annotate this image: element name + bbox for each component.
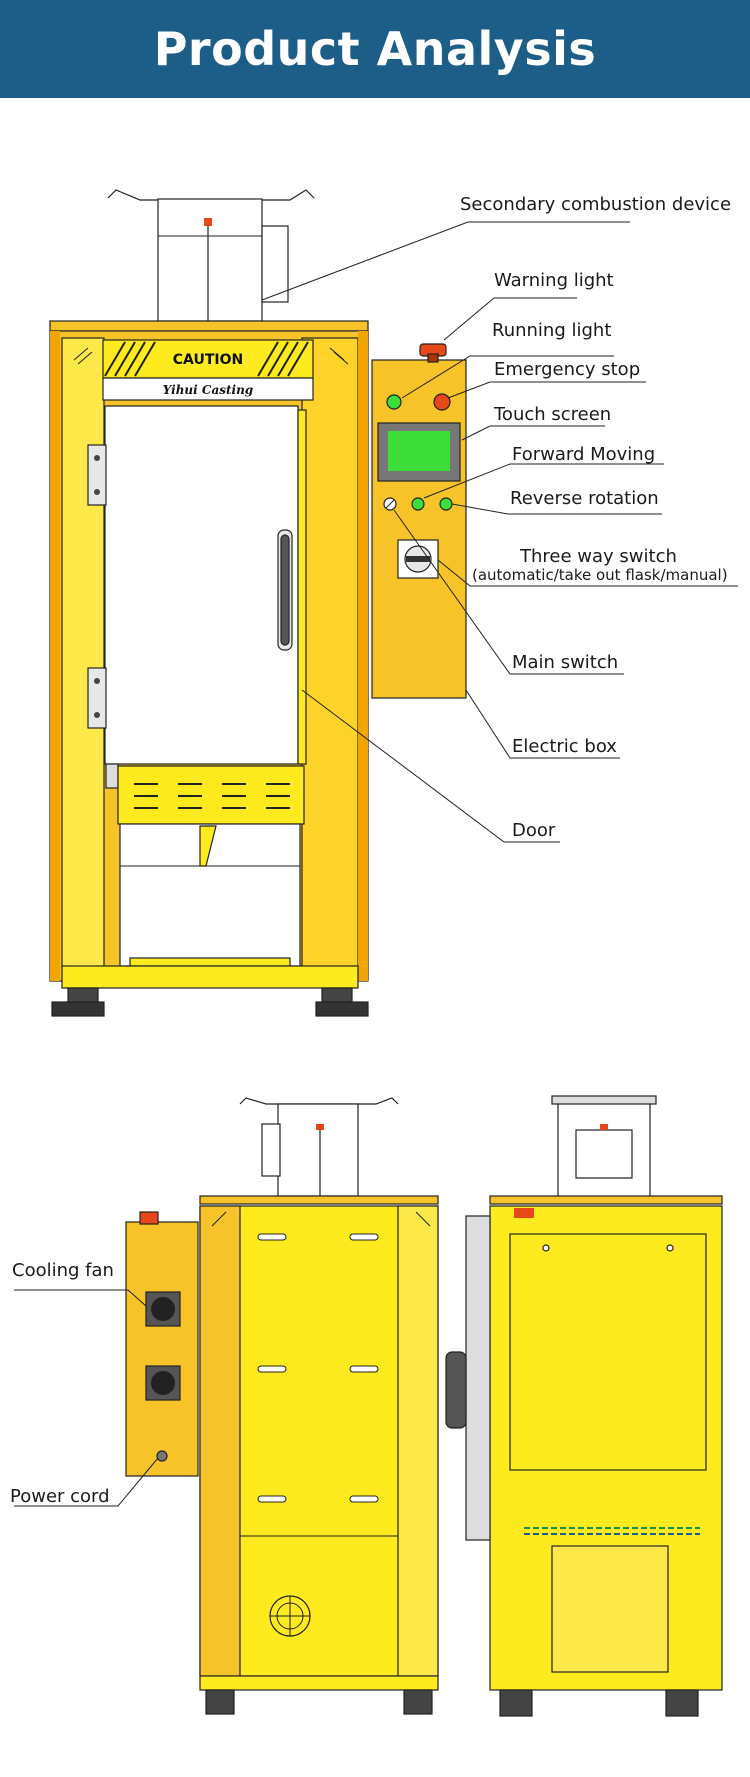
secondary-combustion-device [107, 189, 315, 322]
rear-view [445, 1095, 723, 1717]
forward-moving-button [411, 497, 425, 511]
reverse-rotation-button [439, 497, 453, 511]
label-touch-screen: Touch screen [493, 404, 611, 425]
page-title: Product Analysis [153, 22, 597, 76]
running-light [386, 394, 402, 410]
electric-box [371, 343, 467, 699]
label-door: Door [512, 820, 556, 841]
label-secondary-combustion: Secondary combustion device [460, 194, 731, 215]
emergency-stop-button [433, 393, 451, 411]
caution-text: CAUTION [173, 352, 243, 368]
label-electric-box: Electric box [512, 736, 617, 757]
label-forward-moving: Forward Moving [512, 444, 655, 465]
label-power-cord: Power cord [10, 1486, 110, 1507]
side-view: Cooling fan Power cord [10, 1097, 439, 1715]
label-main-switch: Main switch [512, 652, 618, 673]
label-running-light: Running light [492, 320, 611, 341]
label-cooling-fan: Cooling fan [12, 1260, 114, 1281]
door [87, 405, 307, 789]
brand-plate [102, 377, 314, 401]
label-three-way-switch: Three way switch [519, 546, 677, 567]
front-leader-lines [261, 221, 738, 843]
power-cord-socket [156, 1450, 168, 1462]
label-warning-light: Warning light [494, 270, 614, 291]
top-plate [49, 320, 369, 332]
casters [51, 987, 369, 1017]
front-labels: Secondary combustion device Warning ligh… [460, 194, 731, 841]
side-electric-box [125, 1221, 199, 1477]
product-diagram: CAUTION Yihui Casting [10, 189, 738, 1717]
brand-text: Yihui Casting [163, 383, 253, 397]
front-view: CAUTION Yihui Casting [49, 189, 738, 1017]
header-banner: Product Analysis [0, 0, 750, 98]
label-three-way-switch-modes: (automatic/take out flask/manual) [472, 566, 728, 584]
cooling-fan-icon [145, 1291, 181, 1401]
label-emergency-stop: Emergency stop [494, 359, 640, 380]
caution-sign: CAUTION [102, 339, 314, 379]
label-reverse-rotation: Reverse rotation [510, 488, 659, 509]
